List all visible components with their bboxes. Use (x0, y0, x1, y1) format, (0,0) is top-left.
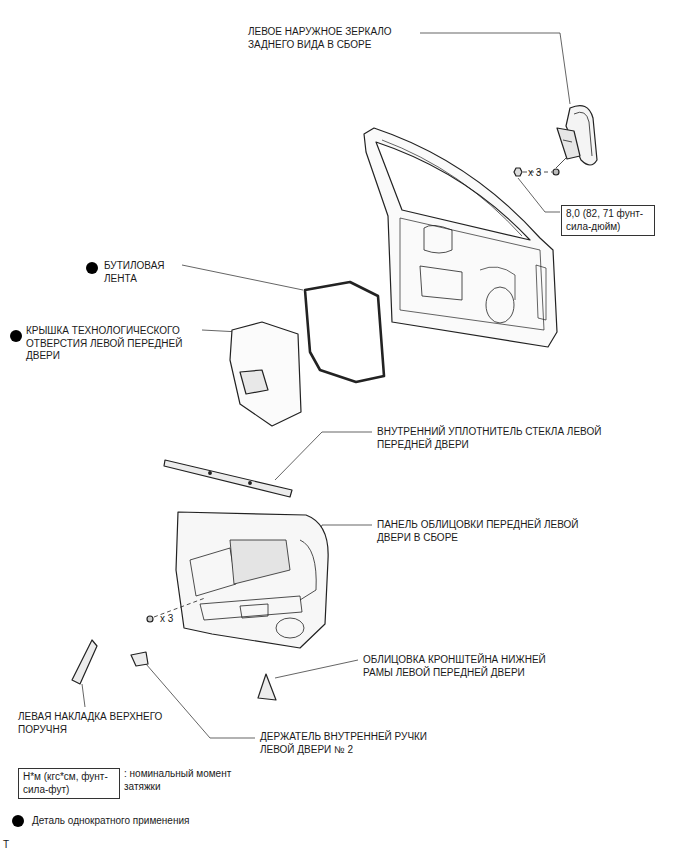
legend-note: : номинальный момент затяжки (124, 768, 259, 793)
torque-box: 8,0 (82, 71 фунт-сила-дюйм) (561, 205, 655, 236)
part-label: ВНУТРЕННИЙ УПЛОТНИТЕЛЬ СТЕКЛА ЛЕВОЙ ПЕРЕ… (377, 426, 627, 451)
part-label: ПАНЕЛЬ ОБЛИЦОВКИ ПЕРЕДНЕЙ ЛЕВОЙ ДВЕРИ В … (377, 519, 599, 544)
part-label: ОБЛИЦОВКА КРОНШТЕЙНА НИЖНЕЙ РАМЫ ЛЕВОЙ П… (363, 654, 553, 679)
part-label: ЛЕВАЯ НАКЛАДКА ВЕРХНЕГО ПОРУЧНЯ (18, 711, 168, 736)
box-text: 8,0 (82, 71 фунт-сила-дюйм) (566, 208, 650, 233)
quantity-label: x 3 (160, 613, 190, 626)
part-label: БУТИЛОВАЯ ЛЕНТА (104, 260, 184, 285)
part-label: КРЫШКА ТЕХНОЛОГИЧЕСКОГО ОТВЕРСТИЯ ЛЕВОЙ … (26, 325, 204, 363)
figure-code: T (3, 839, 23, 852)
quantity-label: x 3 (528, 167, 558, 180)
legend-unit-box: Н*м (кгс*см, фунт-сила-фут) (18, 768, 120, 799)
legend-text: Деталь однократного применения (32, 815, 282, 828)
part-label: ЛЕВОЕ НАРУЖНОЕ ЗЕРКАЛО ЗАДНЕГО ВИДА В СБ… (248, 26, 420, 51)
box-text: Н*м (кгс*см, фунт-сила-фут) (23, 771, 115, 796)
part-label: ДЕРЖАТЕЛЬ ВНУТРЕННЕЙ РУЧКИ ЛЕВОЙ ДВЕРИ №… (260, 731, 460, 756)
